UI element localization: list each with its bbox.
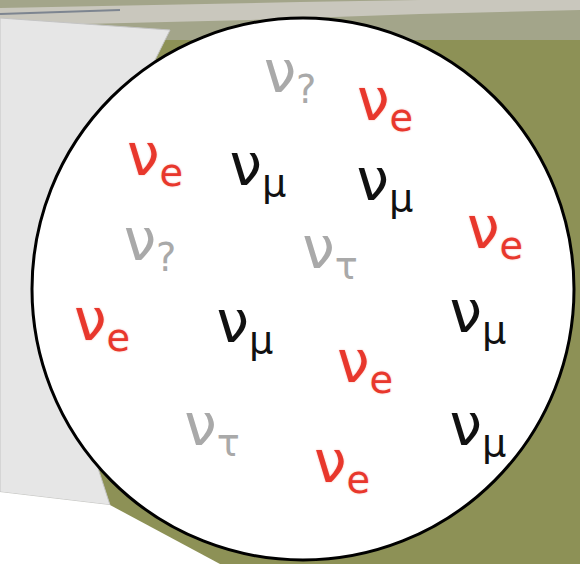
neutrino-symbol: νe bbox=[74, 291, 130, 349]
neutrino-symbol: νe bbox=[127, 126, 183, 184]
fence bbox=[0, 10, 120, 14]
neutrino-symbol: νe bbox=[314, 433, 370, 491]
neutrino-symbol: νμ bbox=[357, 151, 414, 209]
circle-outline bbox=[32, 18, 574, 560]
magnifier-circle: ν?νeνeνμνμνeν?ντνeνμνμνeντνμνe bbox=[29, 15, 577, 563]
neutrino-symbol: ντ bbox=[184, 396, 239, 454]
neutrino-symbol: ν? bbox=[264, 43, 317, 101]
neutrino-symbol: νe bbox=[467, 199, 523, 257]
neutrino-symbol: νμ bbox=[230, 136, 287, 194]
neutrino-symbol: νe bbox=[337, 333, 393, 391]
neutrino-symbol: νμ bbox=[217, 293, 274, 351]
neutrino-symbol: νμ bbox=[450, 283, 507, 341]
neutrino-symbol: νe bbox=[357, 71, 413, 129]
neutrino-symbol: νμ bbox=[450, 396, 507, 454]
neutrino-symbol: ν? bbox=[124, 211, 177, 269]
neutrino-symbol: ντ bbox=[302, 219, 357, 277]
